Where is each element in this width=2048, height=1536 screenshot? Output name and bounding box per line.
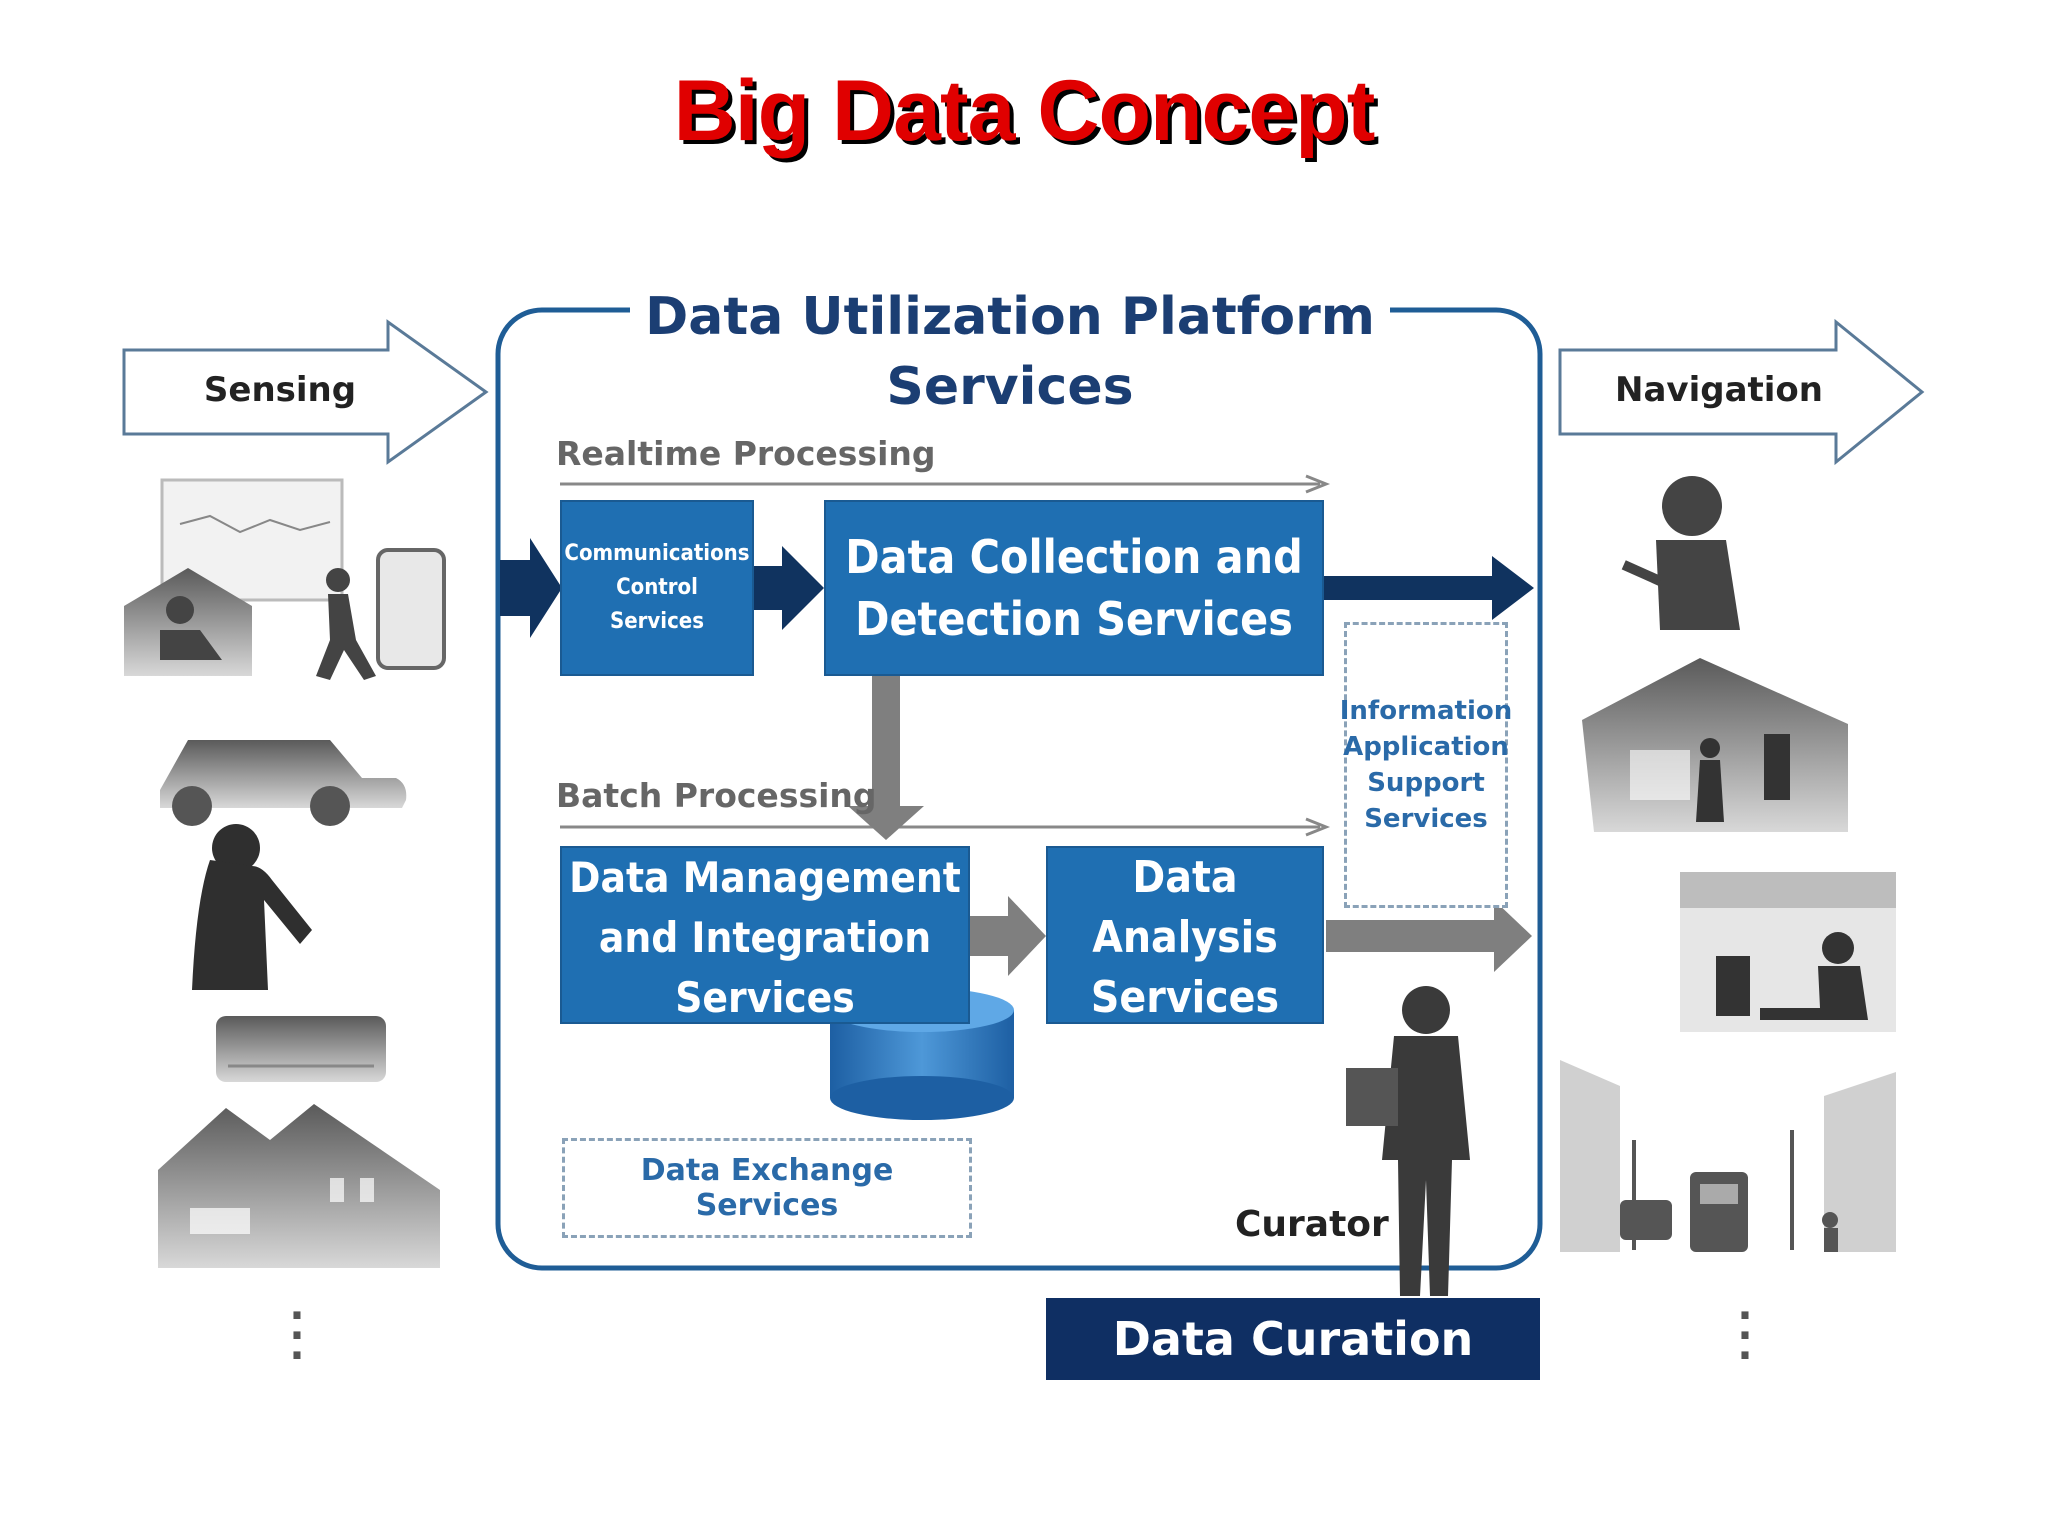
collection-to-management-arrow <box>848 676 924 840</box>
slide-title: Big Data Concept <box>673 63 1376 159</box>
data-collection-detection-services-box: Data Collection and Detection Services <box>824 500 1324 676</box>
data-curation-label: Data Curation <box>1112 1312 1474 1366</box>
houses-icon <box>158 1104 440 1268</box>
car-icon <box>160 740 407 826</box>
air-conditioner-icon <box>216 1016 386 1082</box>
curator-icon <box>1346 986 1470 1296</box>
person-tablet-icon <box>1621 476 1740 630</box>
comm-line-1: Communications <box>564 541 750 566</box>
woman-phone-icon <box>192 824 312 990</box>
street-bus-icon <box>1560 1060 1896 1252</box>
collection-line-1: Data Collection and <box>845 530 1303 584</box>
realtime-processing-label: Realtime Processing <box>556 434 936 473</box>
comm-line-2: Control <box>616 575 698 600</box>
platform-title-line1: Data Utilization Platform <box>630 282 1390 352</box>
information-application-support-services-box: Information Application Support Services <box>1340 622 1512 908</box>
management-line-3: Services <box>675 973 855 1022</box>
house-person-icon <box>1582 658 1848 832</box>
right-more-dots-icon: ··· <box>1737 1293 1753 1379</box>
data-exchange-services-box: Data Exchange Services <box>562 1138 972 1238</box>
collection-line-2: Detection Services <box>855 592 1293 646</box>
info-line-3: Support <box>1367 768 1485 798</box>
exchange-label: Data Exchange Services <box>640 1153 894 1223</box>
input-arrow <box>500 538 562 638</box>
left-more-dots-icon: ··· <box>289 1293 305 1379</box>
management-line-1: Data Management <box>569 853 961 902</box>
platform-title-line2: Services <box>886 357 1134 417</box>
data-curation-bar: Data Curation <box>1046 1298 1540 1380</box>
management-line-2: and Integration <box>598 913 932 962</box>
curator-label: Curator <box>1235 1204 1389 1245</box>
sensing-label: Sensing <box>203 370 357 410</box>
data-analysis-services-box: Data Analysis Services <box>1046 846 1324 1024</box>
communications-control-services-box: Communications Control Services <box>560 500 754 676</box>
analysis-line-3: Services <box>1090 972 1280 1023</box>
office-worker-icon <box>1680 872 1896 1032</box>
management-to-analysis-arrow <box>970 896 1046 976</box>
realtime-output-arrow <box>1324 556 1534 620</box>
batch-processing-label: Batch Processing <box>556 776 877 815</box>
navigation-label: Navigation <box>1615 370 1823 410</box>
analysis-line-1: Data <box>1132 852 1238 903</box>
comm-line-3: Services <box>609 609 705 634</box>
info-line-1: Information <box>1339 696 1513 726</box>
monitor-house-runner-phone-icon <box>124 478 446 680</box>
info-line-2: Application <box>1343 732 1509 762</box>
analysis-line-2: Analysis <box>1092 912 1278 963</box>
navigation-arrow <box>1558 318 1925 466</box>
info-line-4: Services <box>1364 804 1488 834</box>
batch-output-arrow <box>1326 900 1532 972</box>
data-management-integration-services-box: Data Management and Integration Services <box>560 846 970 1024</box>
comm-to-collection-arrow <box>754 546 824 630</box>
sensing-arrow <box>122 319 489 465</box>
